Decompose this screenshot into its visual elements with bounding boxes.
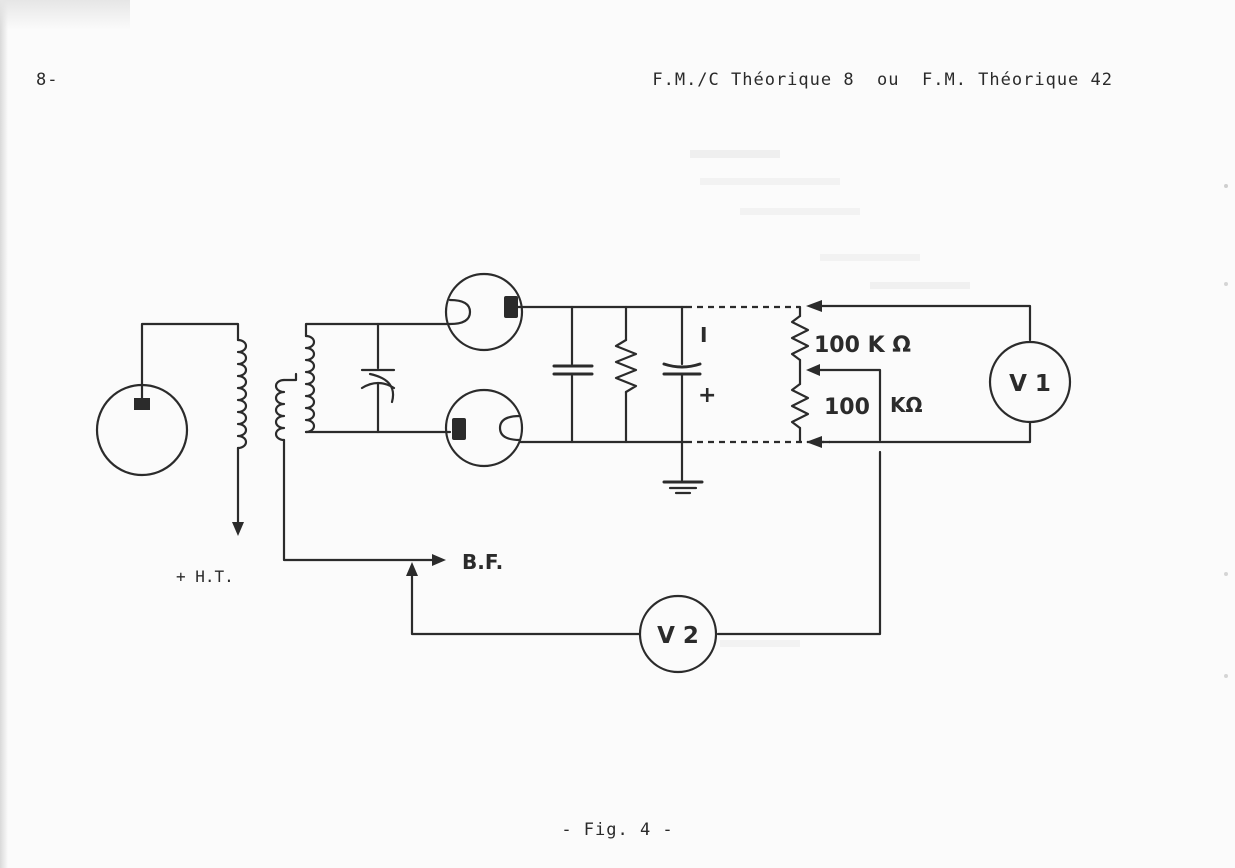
- electrolytic-plus-label: +: [698, 383, 716, 408]
- upper-diode-tube: [444, 272, 688, 352]
- filter-capacitor: [552, 305, 594, 444]
- supply-label: + H.T.: [176, 567, 234, 586]
- electrolytic-minus-label: I: [700, 323, 707, 347]
- figure-caption: - Fig. 4 -: [561, 820, 674, 840]
- resistor-bottom-unit: KΩ: [890, 393, 923, 417]
- output-label: B.F.: [462, 550, 503, 574]
- ground-symbol: [662, 480, 704, 495]
- voltmeter-v1: V 1: [806, 300, 1072, 448]
- page-title: F.M./C Théorique 8 ou F.M. Théorique 42: [652, 70, 1113, 90]
- lower-diode-tube: [444, 388, 688, 468]
- voltmeter-2-label: V 2: [657, 623, 699, 649]
- load-resistor: [614, 305, 638, 444]
- voltmeter-v2: V 2: [406, 450, 882, 674]
- page-number: 8-: [36, 70, 59, 90]
- page-edge-shadow: [0, 0, 8, 868]
- resistor-top-label: 100 K Ω: [814, 333, 911, 358]
- secondary-coil: [274, 322, 452, 566]
- input-coil-circle: [95, 322, 240, 477]
- show-through-text: [690, 150, 970, 647]
- divider-resistors: 100 K Ω 100 KΩ: [790, 305, 923, 444]
- variable-capacitor: [360, 322, 396, 434]
- electrolytic-capacitor: I +: [662, 305, 716, 482]
- corner-smudge: [0, 0, 130, 30]
- resistor-bottom-value: 100: [824, 395, 870, 420]
- primary-coil: [232, 338, 248, 536]
- voltmeter-1-label: V 1: [1009, 371, 1051, 397]
